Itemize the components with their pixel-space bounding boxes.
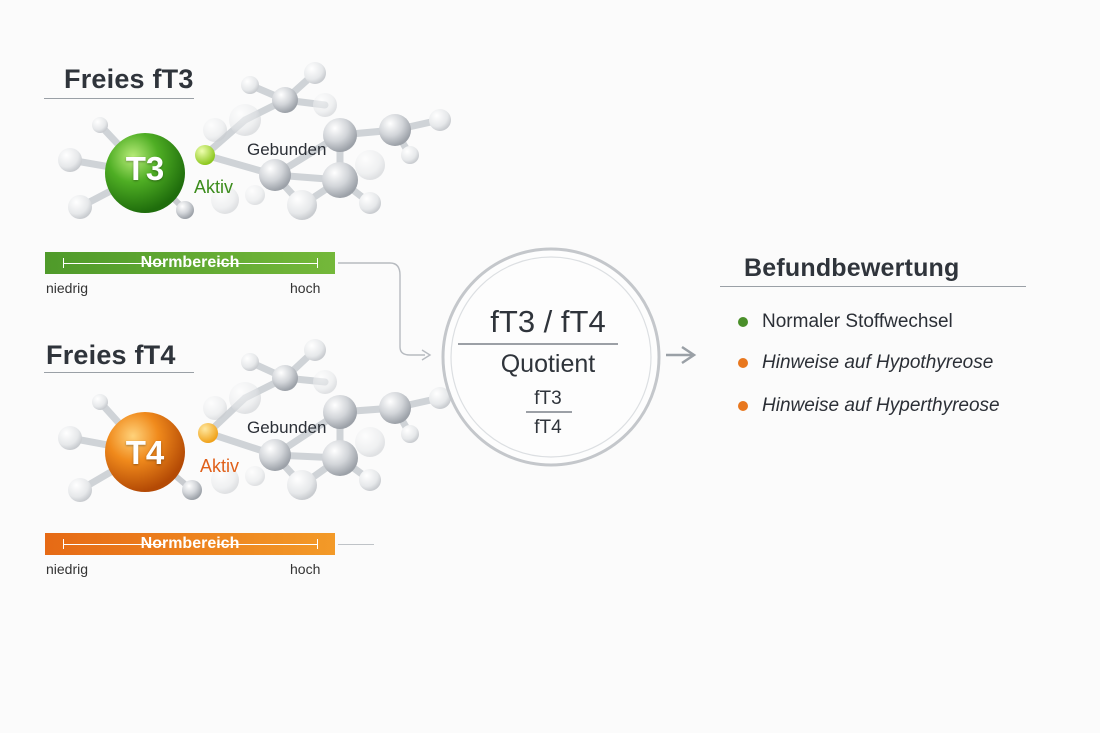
result-title-rule [720,286,1026,287]
ft4-low-label: niedrig [46,561,89,577]
result-item-normal: Normaler Stoffwechsel [738,311,953,333]
ft4-high-label: hoch [290,561,321,577]
quotient-denominator: fT4 [534,417,562,438]
flow-arrows [338,262,697,365]
t4-atom-ball [105,412,185,492]
ft3-low-label: niedrig [46,280,89,296]
ft3-molecule [58,62,451,220]
t3-badge: T3 [125,150,165,187]
quotient-numerator: fT3 [534,388,562,409]
quotient-title: fT3 / fT4 [490,304,606,339]
ft3-active-label: Aktiv [194,177,234,197]
ft3-high-label: hoch [290,280,321,296]
ft3-title: Freies fT3 [64,64,194,94]
ft4-normbar-label: Normbereich [140,535,240,552]
ft3-bound-label: Gebunden [247,140,327,159]
quotient-subtitle: Quotient [500,350,596,378]
t3-atom-ball [105,133,185,213]
ft3-normbar: Normbereich [45,252,335,274]
ft4-normbar: Normbereich [45,533,335,555]
result-item-hyper: Hinweise auf Hyperthyreose [738,395,1000,417]
arrow-head-left [421,349,432,361]
active-atom-ft3 [195,145,215,165]
result-item-label: Normaler Stoffwechsel [762,311,953,332]
result-item-label: Hinweise auf Hyperthyreose [762,395,1000,416]
result-title: Befundbewertung [744,254,960,282]
ft4-molecule [58,339,451,502]
result-item-hypo: Hinweise auf Hypothyreose [738,352,993,374]
ft4-connector [338,544,374,545]
result-dot-orange [738,358,748,368]
active-atom-ft4 [198,423,218,443]
ft4-active-label: Aktiv [200,456,240,476]
result-dot-green [738,317,748,327]
ft3-connector [338,262,425,356]
ft4-title: Freies fT4 [46,340,176,370]
result-dot-orange [738,401,748,411]
result-item-label: Hinweise auf Hypothyreose [762,352,994,373]
ft3-normbar-label: Normbereich [140,254,240,271]
arrow-head-right [681,345,697,365]
ft3-title-rule [44,98,194,99]
ft4-bound-label: Gebunden [247,418,327,437]
ft4-title-rule [44,372,194,373]
t4-badge: T4 [125,434,165,471]
quotient-circle [441,247,661,467]
